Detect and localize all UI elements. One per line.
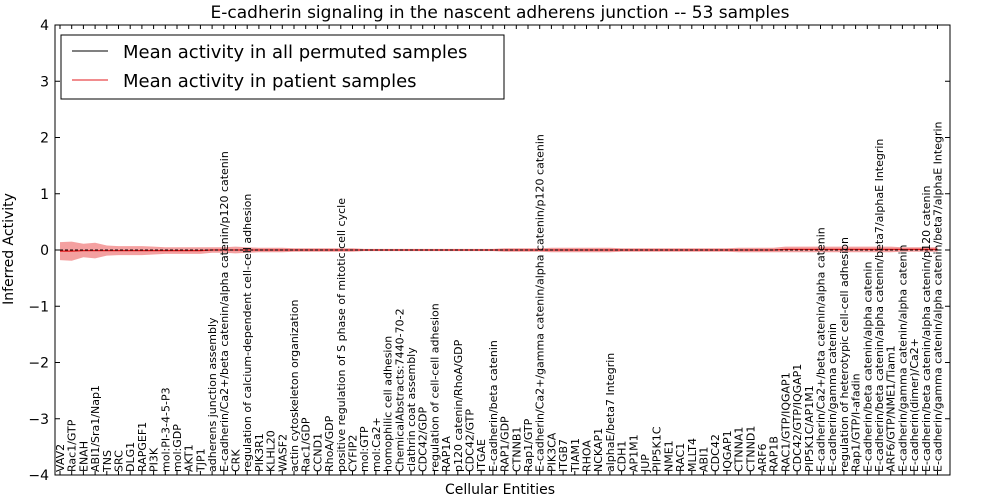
y-tick-label: 1 [40,187,49,203]
x-tick-label: MLLT4 [686,438,699,472]
x-tick-label: RAPGEF1 [136,422,149,472]
x-tick-label: regulation of calcium-dependent cell-cel… [241,194,254,472]
x-tick-label: ChemicalAbstracts:7440-70-2 [393,308,406,472]
x-tick-label: PIP5K1C [651,426,664,472]
x-tick-layer: VAV2Rac1/GTPENAHABI1/Sra1/Nap1TNSSRCDLG1… [54,25,945,475]
x-tick-label: homophilic cell adhesion [382,336,395,472]
x-tick-label: RAC1 [674,443,687,472]
x-tick-label: PIP5K1C/AP1M1 [803,385,816,472]
x-tick-label: E-cadherin/beta catenin/alpha catenin/p1… [920,186,933,472]
x-tick-label: CTNNA1 [733,427,746,472]
x-tick-label: RAC1/GTP/IQGAP1 [779,372,792,472]
x-tick-label: Rac1/GTP [66,419,79,472]
y-tick-label: 4 [40,18,49,34]
x-tick-label: RHOA [581,440,594,472]
x-tick-label: E-cadherin/Ca2+/gamma catenin/alpha cate… [534,134,547,472]
x-tick-label: RAP1A [440,436,453,472]
y-tick-label: −1 [28,299,49,315]
y-axis-label: Inferred Activity [1,193,17,305]
x-tick-label: E-cadherin/gamma catenin/alpha catenin [896,244,909,472]
y-tick-label: −4 [28,468,49,484]
series-line-layer [60,248,938,252]
x-tick-label: ENAH [77,441,90,472]
x-tick-label: E-cadherin/Ca2+/beta catenin/alpha caten… [218,151,231,472]
x-tick-label: Rap1/GTP [522,418,535,472]
x-tick-label: JUP [639,454,652,473]
legend: Mean activity in all permuted samples Me… [60,34,505,100]
legend-label-permuted: Mean activity in all permuted samples [123,42,467,63]
y-tick-label: −2 [28,356,49,372]
confidence-band-layer [60,241,938,261]
x-tick-label: mol:GDP [171,424,184,472]
x-tick-label: E-cadherin/beta catenin/alpha catenin/be… [873,139,886,472]
y-tick-label: 3 [40,74,49,90]
x-tick-label: CDC42/GDP [417,406,430,472]
x-tick-label: alphaE/beta7 Integrin [604,353,617,472]
x-tick-label: TIAM1 [569,438,582,473]
x-tick-label: ARF6/GTP/NME1/Tiam1 [885,345,898,472]
x-tick-label: ITGB7 [557,439,570,472]
x-tick-label: E-cadherin/beta catenin [487,340,500,472]
x-tick-label: AP1M1 [627,434,640,472]
y-tick-label: −3 [28,412,49,428]
x-tick-label: CTNND1 [744,426,757,472]
x-tick-label: CCND1 [311,433,324,472]
x-tick-label: RhoA/GDP [323,415,336,472]
x-tick-label: PI3K [148,447,161,472]
x-tick-label: TJP1 [194,448,207,473]
x-tick-label: mol:GTP [358,426,371,472]
x-tick-label: PIK3CA [545,432,558,472]
x-tick-label: SRC [113,450,126,472]
x-tick-label: mol:Ca2+ [370,417,383,472]
x-tick-label: regulation of heterotypic cell-cell adhe… [838,237,851,472]
x-tick-label: IQGAP1 [721,430,734,472]
legend-label-patient: Mean activity in patient samples [123,71,417,92]
x-tick-label: ABI1 [698,447,711,472]
x-tick-label: KLHL20 [265,430,278,472]
x-tick-label: E-cadherin/Ca2+/beta catenin/alpha caten… [815,227,828,472]
plot-frame [54,24,951,476]
x-tick-label: adherens junction assembly [206,317,219,472]
x-tick-label: clathrin coat assembly [405,347,418,472]
chart-title: E-cadherin signaling in the nascent adhe… [211,3,790,23]
x-tick-label: NME1 [662,440,675,472]
x-tick-label: p120 catenin/RhoA/GDP [452,339,465,472]
x-tick-label: TNS [101,450,114,473]
x-tick-label: CYFIP2 [347,435,360,472]
x-tick-label: WASF2 [276,434,289,472]
legend-box [60,34,505,100]
x-tick-label: Rac1/GDP [300,417,313,472]
x-tick-label: positive regulation of S phase of mitoti… [335,198,348,472]
x-tick-label: CDH1 [616,441,629,472]
x-tick-label: NCKAP1 [592,428,605,472]
x-tick-label: mol:PI-3-4-5-P3 [159,387,172,472]
x-tick-label: E-cadherin/gamma catenin/alpha catenin/b… [932,121,945,472]
patient-confidence-band [60,241,938,261]
x-tick-label: PIK3R1 [253,433,266,472]
x-tick-label: actin cytoskeleton organization [288,300,301,472]
x-tick-label: E-cadherin/gamma catenin [826,323,839,472]
y-tick-label: 0 [40,243,49,259]
x-tick-label: CTNNB1 [510,427,523,472]
x-tick-label: E-cadherin(dimer)/Ca2+ [908,338,921,472]
x-tick-label: regulation of cell-cell adhesion [428,303,441,472]
x-tick-label: CDC42 [709,434,722,472]
x-tick-label: ARF6 [756,444,769,473]
x-tick-label: CRK [230,449,243,472]
x-tick-label: RAP1/GDP [499,416,512,472]
x-tick-label: RAP1B [768,436,781,472]
x-tick-label: VAV2 [54,444,67,472]
x-tick-label: DLG1 [124,442,137,472]
x-tick-label: E-cadherin/beta catenin/alpha catenin [861,262,874,472]
x-tick-label: CDC42/GTP [464,409,477,472]
x-tick-label: Rap1/GTP/I-afadin [850,373,863,472]
y-tick-label: 2 [40,131,49,147]
x-tick-label: CDC42/GTP/IQGAP1 [791,364,804,472]
y-tick-layer: −4 −3 −2 −1 0 1 2 3 4 [28,18,950,484]
x-axis-label: Cellular Entities [445,482,555,498]
x-tick-label: ABI1/Sra1/Nap1 [89,385,102,472]
x-tick-label: AKT1 [183,444,196,472]
x-tick-label: ITGAE [475,439,488,472]
